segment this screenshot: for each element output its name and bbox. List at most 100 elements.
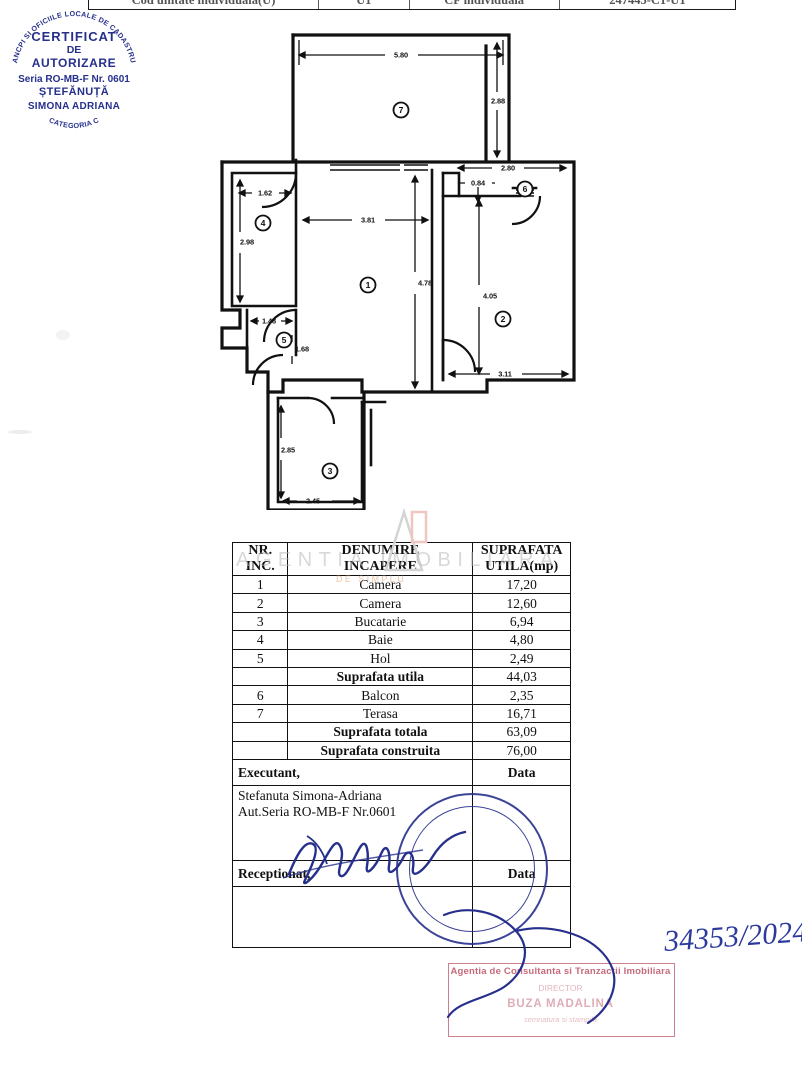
- header-name-line1: DENUMIRE: [341, 543, 420, 558]
- stamp-line-firstname: SIMONA ADRIANA: [27, 100, 121, 112]
- row-number: [231, 722, 289, 742]
- room-number-label: 7: [399, 105, 404, 115]
- row-area-value: 6,94: [472, 611, 571, 632]
- header-area-line2: UTILA(mp): [485, 559, 559, 574]
- footer-row-empty: [231, 885, 571, 948]
- page-smudge: [8, 430, 32, 434]
- header-area-line1: SUPRAFATA: [480, 543, 563, 558]
- page-smudge: [56, 330, 70, 340]
- room-marker-circle: [254, 214, 272, 232]
- row-room-name: Hol: [287, 648, 474, 668]
- agency-stamp-line2: DIRECTOR: [538, 983, 583, 993]
- row-room-name: Balcon: [287, 685, 474, 705]
- dimension-label: 1.68: [295, 345, 309, 354]
- room-number-label: 4: [261, 218, 266, 228]
- dimension-label: 2.88: [491, 97, 505, 106]
- clipped-header-cell: CF individuala: [410, 0, 560, 9]
- stamp-inner-ring: [409, 806, 535, 932]
- row-area-value: 2,49: [472, 648, 571, 668]
- dimension-label: 2.98: [240, 238, 254, 247]
- dimension-label: 1.62: [258, 189, 272, 198]
- room-number-label: 3: [328, 466, 333, 476]
- room-marker-circle: [392, 101, 410, 119]
- dimension-label: 3.81: [361, 216, 375, 225]
- stamp-arc-text: ANCPI SI OFICIILE LOCALE DE CADASTRU CAT…: [10, 9, 138, 130]
- row-room-name: Bucatarie: [287, 611, 474, 632]
- room-marker-circle: [359, 276, 377, 294]
- stamp-arc-bottom-text: CATEGORIA C: [48, 115, 101, 130]
- clipped-header-table: Cod unitate individuala(U) U1 CF individ…: [88, 0, 736, 10]
- row-room-name: Terasa: [287, 703, 474, 724]
- row-number: 4: [231, 630, 289, 650]
- data-label-1: Data: [472, 758, 571, 786]
- stamp-text-block: CERTIFICAT DE AUTORIZARE Seria RO-MB-F N…: [0, 30, 148, 113]
- header-cell-name: DENUMIRE INCAPERE: [287, 542, 474, 576]
- room-marker-circle: [275, 331, 293, 349]
- room-number-label: 6: [523, 184, 528, 194]
- clipped-header-cell: Cod unitate individuala(U): [89, 0, 319, 9]
- row-number: [231, 666, 289, 687]
- room-marker-circle: [321, 462, 339, 480]
- header-cell-number: NR. INC.: [231, 542, 289, 576]
- row-number: 1: [231, 574, 289, 595]
- room-marker-circle: [516, 180, 534, 198]
- agency-stamp-border: [448, 963, 675, 1037]
- footer-row-executant: Executant, Data: [231, 758, 571, 786]
- row-number: [231, 740, 289, 760]
- authorization-stamp: [396, 793, 548, 945]
- room-number-label: 1: [366, 280, 371, 290]
- dimension-label: 2.45: [306, 497, 320, 506]
- executant-name: Stefanuta Simona-Adriana: [238, 787, 382, 803]
- row-number: 6: [231, 685, 289, 705]
- agency-stamp-line3: BUZA MADALINA: [507, 998, 614, 1010]
- header-cell-area: SUPRAFATA UTILA(mp): [472, 542, 571, 576]
- row-room-name: Suprafata construita: [287, 740, 474, 760]
- agency-stamp-text: Agentia de Consultanta si Tranzactii Imo…: [448, 963, 673, 1024]
- dimension-label: 0.84: [471, 179, 486, 188]
- executant-label: Executant,: [231, 758, 474, 786]
- handwritten-squiggle: [442, 909, 616, 1025]
- agency-stamp-line1: Agentia de Consultanta si Tranzactii Imo…: [450, 966, 671, 977]
- room-marker-circle: [494, 310, 512, 328]
- executant-authorization: Aut.Seria RO-MB-F Nr.0601: [238, 803, 397, 819]
- row-number: 5: [231, 648, 289, 668]
- row-area-value: 17,20: [472, 574, 571, 595]
- row-room-name: Suprafata totala: [287, 722, 474, 742]
- dimension-label: 4.05: [483, 292, 497, 301]
- stamp-line-surname: ȘTEFĂNUȚĂ: [38, 86, 110, 98]
- table-header-row: NR. INC. DENUMIRE INCAPERE SUPRAFATA UTI…: [231, 542, 571, 576]
- row-area-value: 2,35: [472, 685, 571, 705]
- stamp-line-autorizare: AUTORIZARE: [31, 56, 117, 70]
- clipped-header-cell: 247445-C1-U1: [609, 0, 686, 7]
- row-area-value: 44,03: [472, 666, 571, 687]
- dimension-label: 1.48: [262, 317, 276, 326]
- row-area-value: 76,00: [472, 740, 571, 760]
- stamp-line-seria: Seria RO-MB-F Nr. 0601: [18, 73, 130, 85]
- dimension-label: 4.78: [418, 279, 432, 288]
- row-room-name: Suprafata utila: [287, 666, 474, 687]
- row-number: 3: [231, 611, 289, 632]
- dimension-label: 5.80: [394, 51, 408, 60]
- row-area-value: 12,60: [472, 593, 571, 613]
- header-num-line1: NR.: [248, 543, 273, 558]
- header-name-line2: INCAPERE: [343, 559, 417, 574]
- row-room-name: Baie: [287, 630, 474, 650]
- stamp-line-de: DE: [66, 43, 82, 56]
- dimension-label: 2.85: [281, 446, 295, 455]
- row-area-value: 63,09: [472, 722, 571, 742]
- room-number-label: 5: [282, 335, 287, 345]
- header-num-line2: INC.: [245, 559, 275, 574]
- row-number: 7: [231, 703, 289, 724]
- room-number-label: 2: [501, 314, 506, 324]
- room-area-table: NR. INC. DENUMIRE INCAPERE SUPRAFATA UTI…: [231, 542, 571, 948]
